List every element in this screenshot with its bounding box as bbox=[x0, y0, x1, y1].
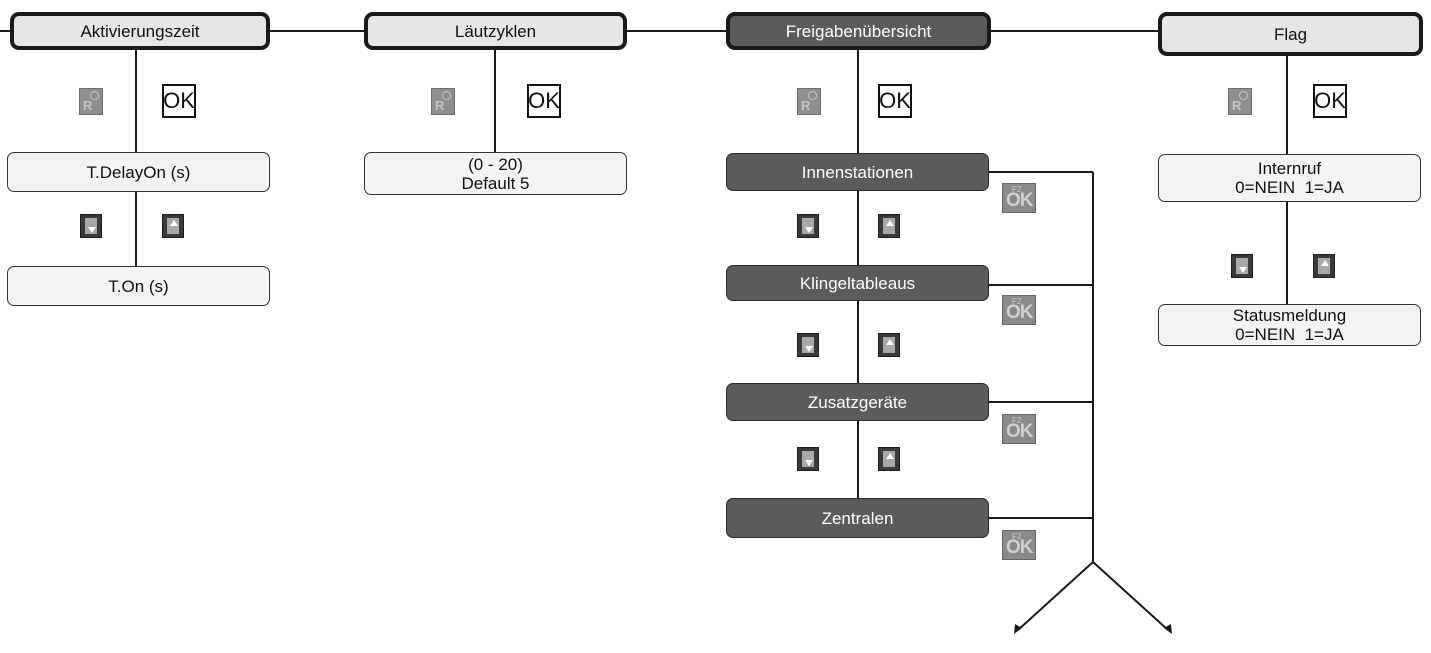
status-values: 0=NEIN 1=JA bbox=[1235, 325, 1344, 344]
reset-icon[interactable]: R bbox=[431, 88, 455, 115]
sub-zusatzgeraete[interactable]: Zusatzgeräte bbox=[726, 383, 989, 421]
reset-letter: R bbox=[435, 98, 445, 113]
header-aktivierungszeit-label: Aktivierungszeit bbox=[80, 21, 200, 41]
f2-label: F2 bbox=[1012, 416, 1022, 425]
arrow-up-icon[interactable] bbox=[878, 333, 900, 357]
item-on[interactable]: T.On (s) bbox=[7, 266, 270, 306]
sub-innenstationen[interactable]: Innenstationen bbox=[726, 153, 989, 191]
item-laeutzyklen-range[interactable]: (0 - 20) Default 5 bbox=[364, 152, 627, 195]
f2-ok-label: OK bbox=[1006, 537, 1033, 558]
reset-letter: R bbox=[1232, 98, 1242, 113]
arrow-down-icon[interactable] bbox=[80, 214, 102, 238]
header-freigabe[interactable]: Freigabenübersicht bbox=[726, 12, 991, 50]
item-statusmeldung[interactable]: Statusmeldung 0=NEIN 1=JA bbox=[1158, 304, 1421, 346]
f2-ok-label: OK bbox=[1006, 421, 1033, 442]
f2-ok-label: OK bbox=[1006, 190, 1033, 211]
internruf-values: 0=NEIN 1=JA bbox=[1235, 178, 1344, 197]
sub-klingeltableaus-label: Klingeltableaus bbox=[799, 273, 916, 293]
arrow-up-glyph bbox=[886, 220, 894, 226]
arrow-up-glyph bbox=[886, 453, 894, 459]
arrow-down-icon[interactable] bbox=[797, 447, 819, 471]
ok-label: OK bbox=[163, 88, 195, 113]
bulb-icon bbox=[90, 91, 99, 100]
sub-zusatzgeraete-label: Zusatzgeräte bbox=[807, 392, 908, 412]
internruf-title: Internruf bbox=[1257, 159, 1322, 178]
status-title: Statusmeldung bbox=[1232, 306, 1347, 325]
header-laeutzyklen[interactable]: Läutzyklen bbox=[364, 12, 627, 50]
arrow-down-icon[interactable] bbox=[797, 333, 819, 357]
item-internruf[interactable]: Internruf 0=NEIN 1=JA bbox=[1158, 154, 1421, 202]
arrow-down-glyph bbox=[88, 227, 96, 233]
ok-label: OK bbox=[879, 88, 911, 113]
sub-klingeltableaus[interactable]: Klingeltableaus bbox=[726, 265, 989, 301]
reset-icon[interactable]: R bbox=[1228, 88, 1252, 115]
bulb-icon bbox=[808, 91, 817, 100]
arrow-up-glyph bbox=[886, 339, 894, 345]
range-label: (0 - 20) bbox=[468, 154, 523, 174]
reset-icon[interactable]: R bbox=[79, 88, 103, 115]
reset-letter: R bbox=[83, 98, 93, 113]
sub-innenstationen-label: Innenstationen bbox=[801, 162, 914, 182]
default-label: Default 5 bbox=[461, 173, 530, 193]
arrow-down-glyph bbox=[805, 227, 813, 233]
arrow-down-icon[interactable] bbox=[1231, 254, 1253, 278]
arrow-down-glyph bbox=[1239, 267, 1247, 273]
arrow-up-glyph bbox=[170, 220, 178, 226]
item-delay-on-label: T.DelayOn (s) bbox=[86, 162, 191, 182]
arrow-down-glyph bbox=[805, 460, 813, 466]
arrow-up-icon[interactable] bbox=[878, 447, 900, 471]
f2-label: F2 bbox=[1012, 532, 1022, 541]
ok-icon[interactable]: OK bbox=[527, 84, 561, 118]
bulb-icon bbox=[442, 91, 451, 100]
arrow-down-glyph bbox=[805, 346, 813, 352]
f2-ok-label: OK bbox=[1006, 302, 1033, 323]
item-delay-on[interactable]: T.DelayOn (s) bbox=[7, 152, 270, 192]
f2-label: F2 bbox=[1012, 297, 1022, 306]
header-aktivierungszeit[interactable]: Aktivierungszeit bbox=[10, 12, 270, 50]
reset-icon[interactable]: R bbox=[797, 88, 821, 115]
bulb-icon bbox=[1239, 91, 1248, 100]
arrow-up-icon[interactable] bbox=[162, 214, 184, 238]
ok-icon[interactable]: OK bbox=[878, 84, 912, 118]
sub-zentralen-label: Zentralen bbox=[821, 508, 894, 528]
reset-letter: R bbox=[801, 98, 811, 113]
arrow-up-glyph bbox=[1321, 260, 1329, 266]
f2-label: F2 bbox=[1012, 185, 1022, 194]
item-on-label: T.On (s) bbox=[108, 276, 169, 296]
ok-icon[interactable]: OK bbox=[1313, 84, 1347, 118]
ok-icon[interactable]: OK bbox=[162, 84, 196, 118]
arrow-down-icon[interactable] bbox=[797, 214, 819, 238]
arrow-up-icon[interactable] bbox=[1313, 254, 1335, 278]
ok-label: OK bbox=[1314, 88, 1346, 113]
header-laeutzyklen-label: Läutzyklen bbox=[454, 21, 537, 41]
ok-label: OK bbox=[528, 88, 560, 113]
sub-zentralen[interactable]: Zentralen bbox=[726, 498, 989, 538]
arrow-up-icon[interactable] bbox=[878, 214, 900, 238]
header-flag[interactable]: Flag bbox=[1158, 12, 1423, 56]
header-freigabe-label: Freigabenübersicht bbox=[785, 21, 932, 41]
header-flag-label: Flag bbox=[1273, 24, 1308, 44]
